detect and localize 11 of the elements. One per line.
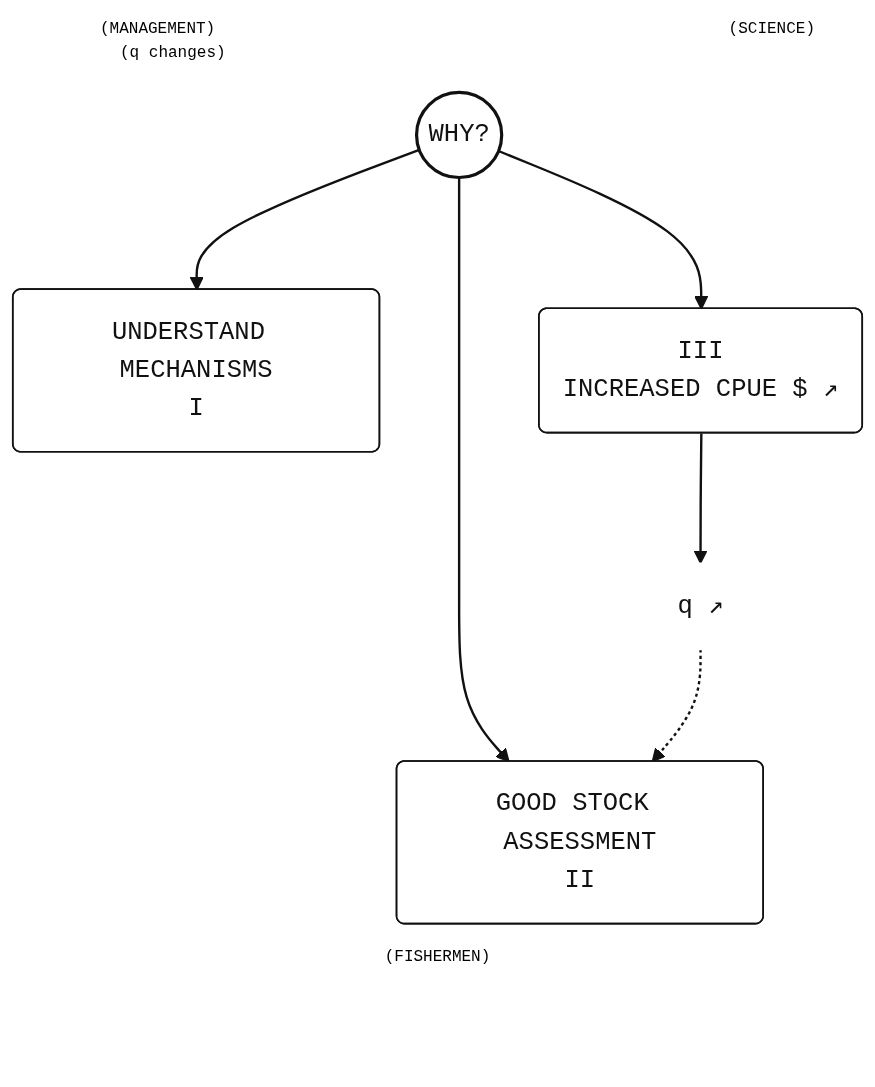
arrow xyxy=(651,649,702,763)
arrow xyxy=(498,149,709,310)
arrow xyxy=(457,177,510,763)
arrow xyxy=(693,433,708,564)
group-label: (SCIENCE) xyxy=(728,20,815,38)
node-text: q ↗ xyxy=(677,592,724,621)
group-label: (q changes) xyxy=(120,44,227,62)
group-label: (MANAGEMENT) xyxy=(100,20,216,38)
group-label: (FISHERMEN) xyxy=(383,948,492,966)
arrow xyxy=(189,148,420,291)
node-circle: WHY? xyxy=(414,90,504,180)
